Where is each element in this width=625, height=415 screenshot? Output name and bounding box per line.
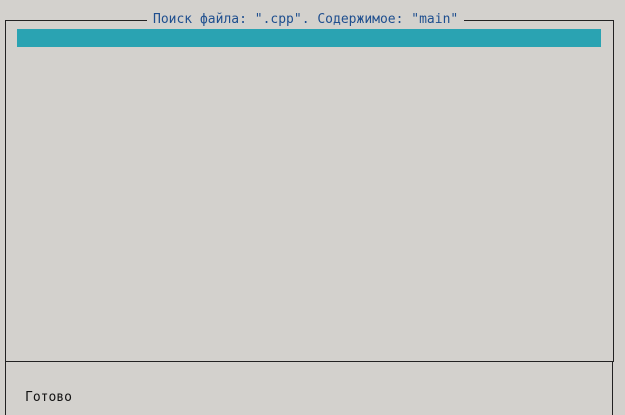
status-border-right (612, 362, 613, 415)
panel-divider (5, 361, 614, 362)
search-results-panel (5, 20, 614, 362)
status-border-left (5, 362, 6, 415)
results-selection-bar[interactable] (17, 29, 601, 47)
status-text: Готово (25, 390, 72, 405)
dialog-title: Поиск файла: ".cpp". Содержимое: "main" (147, 12, 465, 28)
